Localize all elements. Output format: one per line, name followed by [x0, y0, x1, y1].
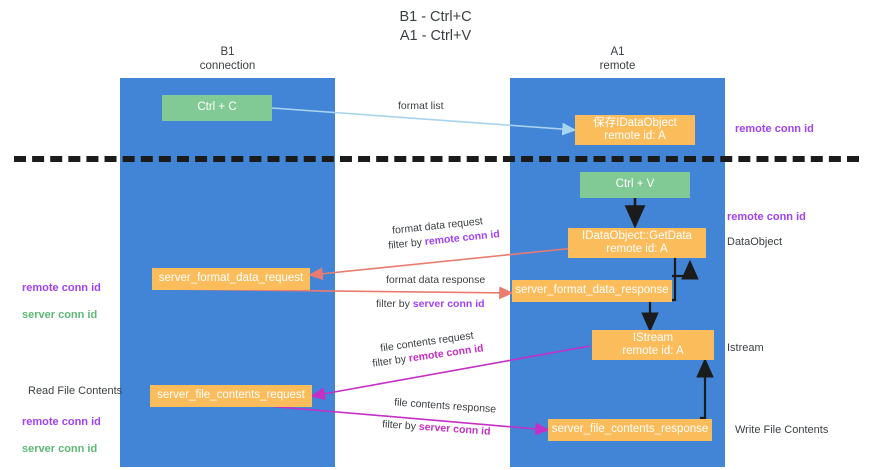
swimlane-header-right: A1 remote [599, 46, 636, 72]
box-idataobject-getdata[interactable]: IDataObject::GetData remote id: A [568, 228, 706, 258]
note-remote-conn-id-top: remote conn id [735, 123, 814, 135]
note-conn-id-pair-upper: remote conn id server conn id [22, 268, 101, 336]
label-format-list: format list [398, 100, 444, 112]
arrow-format-list [271, 107, 577, 136]
note-dataobject: DataObject [727, 236, 783, 248]
note-conn-id-pair-lower: remote conn id server conn id [22, 402, 101, 470]
note-istream: Istream [727, 342, 764, 354]
filter-prefix: filter by [387, 236, 426, 252]
label-format-data-response: format data response [386, 274, 486, 286]
divider-dashed [14, 156, 859, 162]
filter-prefix: filter by [381, 418, 420, 433]
box-server-format-data-request[interactable]: server_format_data_request [152, 268, 310, 290]
diagram-title: B1 - Ctrl+C A1 - Ctrl+V [399, 9, 472, 44]
swimlane-header-left: B1 connection [199, 46, 256, 72]
box-save-idataobject[interactable]: 保存IDataObject remote id: A [575, 115, 695, 145]
arrow-format-data-request [308, 247, 576, 281]
note-remote-conn-id: remote conn id [22, 415, 101, 428]
box-ctrl-v[interactable]: Ctrl + V [580, 172, 690, 198]
arrow-file-contents-request [310, 345, 591, 401]
filter-prefix: filter by [376, 298, 413, 310]
note-server-conn-id: server conn id [22, 308, 98, 321]
filter-key-server-conn-id: server conn id [412, 298, 485, 310]
box-istream[interactable]: IStream remote id: A [592, 330, 714, 360]
box-ctrl-c[interactable]: Ctrl + C [162, 95, 272, 121]
box-server-format-data-response[interactable]: server_format_data_response [512, 280, 672, 302]
note-server-conn-id: server conn id [22, 442, 98, 455]
label-format-data-response-filter: filter by server conn id [376, 298, 485, 311]
note-read-file-contents: Read File Contents [28, 385, 123, 397]
arrow-response-to-istream [696, 357, 714, 420]
box-server-file-contents-response[interactable]: server_file_contents_response [548, 419, 712, 441]
box-server-file-contents-request[interactable]: server_file_contents_request [150, 385, 312, 407]
arrow-formatresponse-to-getdata [672, 259, 699, 280]
note-remote-conn-id-mid: remote conn id [727, 211, 806, 223]
note-write-file-contents: Write File Contents [735, 424, 829, 436]
note-remote-conn-id: remote conn id [22, 281, 101, 294]
